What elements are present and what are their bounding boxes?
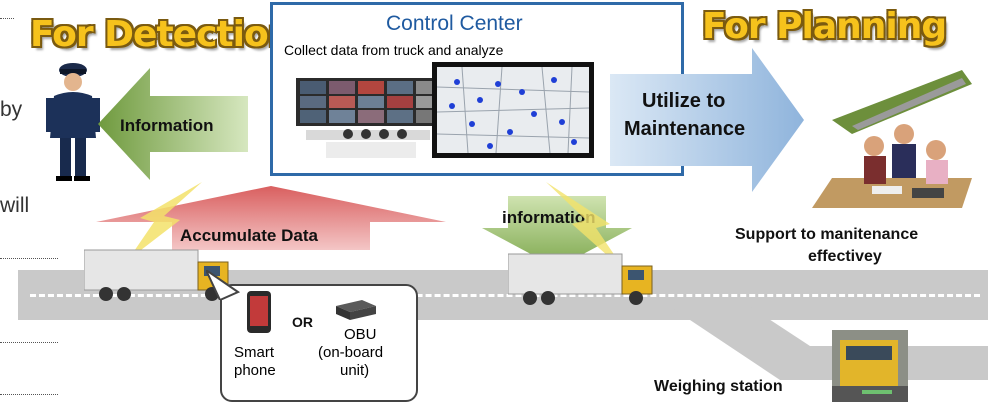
accumulate-data-label: Accumulate Data <box>180 226 318 245</box>
obu-label-line1: OBU <box>344 326 377 343</box>
for-planning-title: For Planning <box>702 6 947 47</box>
information-label: Information <box>120 116 214 135</box>
obu-label-line3: unit) <box>340 362 370 379</box>
control-center-subtitle: Collect data from truck and analyze <box>284 42 504 58</box>
utilize-maintenance-arrow <box>610 48 804 192</box>
smartphone-icon <box>247 291 271 333</box>
smartphone-label-line2: phone <box>234 362 276 379</box>
callout-pointer <box>206 270 240 300</box>
weighing-station-label: Weighing station <box>654 378 783 395</box>
truck-icon <box>84 249 229 301</box>
dotted-divider <box>0 342 58 343</box>
weighing-station-photo <box>832 330 908 402</box>
video-wall-icon <box>296 78 436 158</box>
dotted-divider <box>0 18 14 19</box>
support-line1: Support to manitenance <box>735 226 919 243</box>
accumulate-data-arrow <box>96 186 446 250</box>
obu-label-line2: (on-board <box>318 344 384 361</box>
map-monitor-icon <box>432 62 594 158</box>
lightning-icon <box>128 182 202 260</box>
planning-meeting-icon <box>812 70 972 208</box>
truck-icon <box>508 253 653 305</box>
utilize-line1: Utilize to <box>642 90 726 112</box>
support-line2: effectivey <box>808 248 882 265</box>
information-arrow-left <box>98 68 248 180</box>
control-center-title: Control Center <box>386 12 523 35</box>
dotted-divider <box>0 394 58 395</box>
or-label: OR <box>292 314 313 330</box>
information-down-label: information <box>502 208 596 227</box>
police-officer-icon <box>46 63 100 181</box>
edge-text-by: by <box>0 98 23 121</box>
edge-text-will: will <box>0 194 30 217</box>
dotted-divider <box>0 258 58 259</box>
obu-device-icon <box>336 300 376 320</box>
lightning-icon <box>546 182 626 272</box>
for-detection-title: For Detection <box>30 14 293 55</box>
utilize-line2: Maintenance <box>624 118 746 140</box>
smartphone-label-line1: Smart <box>234 344 275 361</box>
road-lane-marking <box>30 294 980 297</box>
